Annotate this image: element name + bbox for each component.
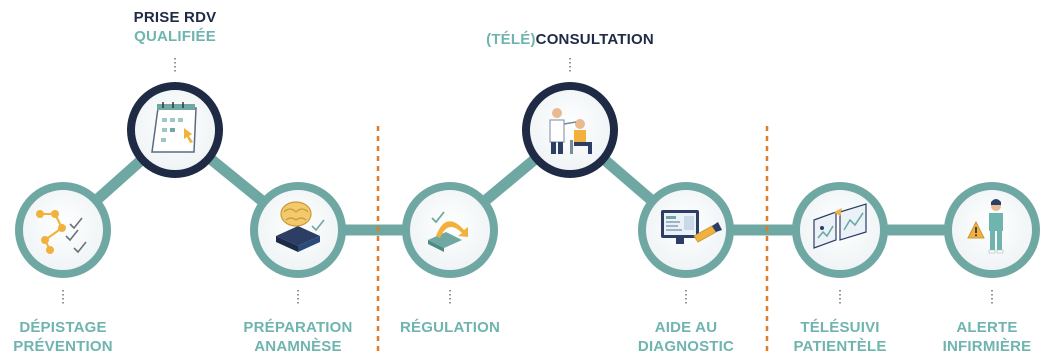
label-telesuivi-line2: PATIENTÈLE: [793, 338, 887, 355]
label-regulation: RÉGULATION: [390, 318, 510, 337]
node-prise-rdv: [127, 82, 223, 178]
brain-chip-icon: [276, 201, 325, 252]
leader-lines: [62, 58, 993, 305]
node-preparation: [250, 182, 346, 278]
label-alerte-line1: ALERTE: [956, 319, 1018, 336]
label-depistage-line1: DÉPISTAGE: [19, 319, 107, 336]
nurse-warning-icon: [967, 199, 1004, 254]
node-regulation: [402, 182, 498, 278]
label-preparation-line1: PRÉPARATION: [243, 319, 353, 336]
label-prise-rdv-line1: PRISE RDV: [133, 9, 217, 26]
label-alerte-line2: INFIRMIÈRE: [942, 338, 1032, 355]
checkbox-arrow-icon: [428, 211, 468, 252]
label-telesuivi-line1: TÉLÉSUIVI: [800, 319, 880, 336]
label-regulation-line1: RÉGULATION: [399, 319, 501, 336]
label-alerte: ALERTE INFIRMIÈRE: [932, 318, 1042, 356]
dashboard-flashlight-icon: [661, 210, 722, 244]
node-aide-diagnostic: [638, 182, 734, 278]
node-alerte: [944, 182, 1040, 278]
label-depistage: DÉPISTAGE PRÉVENTION: [3, 318, 123, 356]
label-consultation-line1: CONSULTATION: [535, 31, 654, 48]
calendar-icon: [151, 102, 197, 153]
label-prise-rdv-line2: QUALIFIÉE: [134, 28, 216, 45]
node-telesuivi: [792, 182, 888, 278]
monitoring-charts-icon: [813, 203, 867, 249]
label-telesuivi: TÉLÉSUIVI PATIENTÈLE: [780, 318, 900, 356]
label-preparation: PRÉPARATION ANAMNÈSE: [230, 318, 366, 356]
node-depistage: [15, 182, 111, 278]
label-preparation-line2: ANAMNÈSE: [254, 338, 342, 355]
node-consultation: [522, 82, 618, 178]
doctor-patient-icon: [549, 108, 592, 154]
network-checklist-icon: [36, 210, 87, 254]
label-consultation: (TÉLÉ)CONSULTATION: [470, 30, 670, 49]
label-aide-diagnostic-line1: AIDE AU: [654, 319, 718, 336]
label-depistage-line2: PRÉVENTION: [13, 338, 113, 355]
phase-dividers: [376, 126, 769, 355]
label-prise-rdv: PRISE RDV QUALIFIÉE: [115, 8, 235, 46]
label-consultation-prefix: (TÉLÉ): [486, 31, 536, 48]
label-aide-diagnostic: AIDE AU DIAGNOSTIC: [626, 318, 746, 356]
label-aide-diagnostic-line2: DIAGNOSTIC: [637, 338, 735, 355]
